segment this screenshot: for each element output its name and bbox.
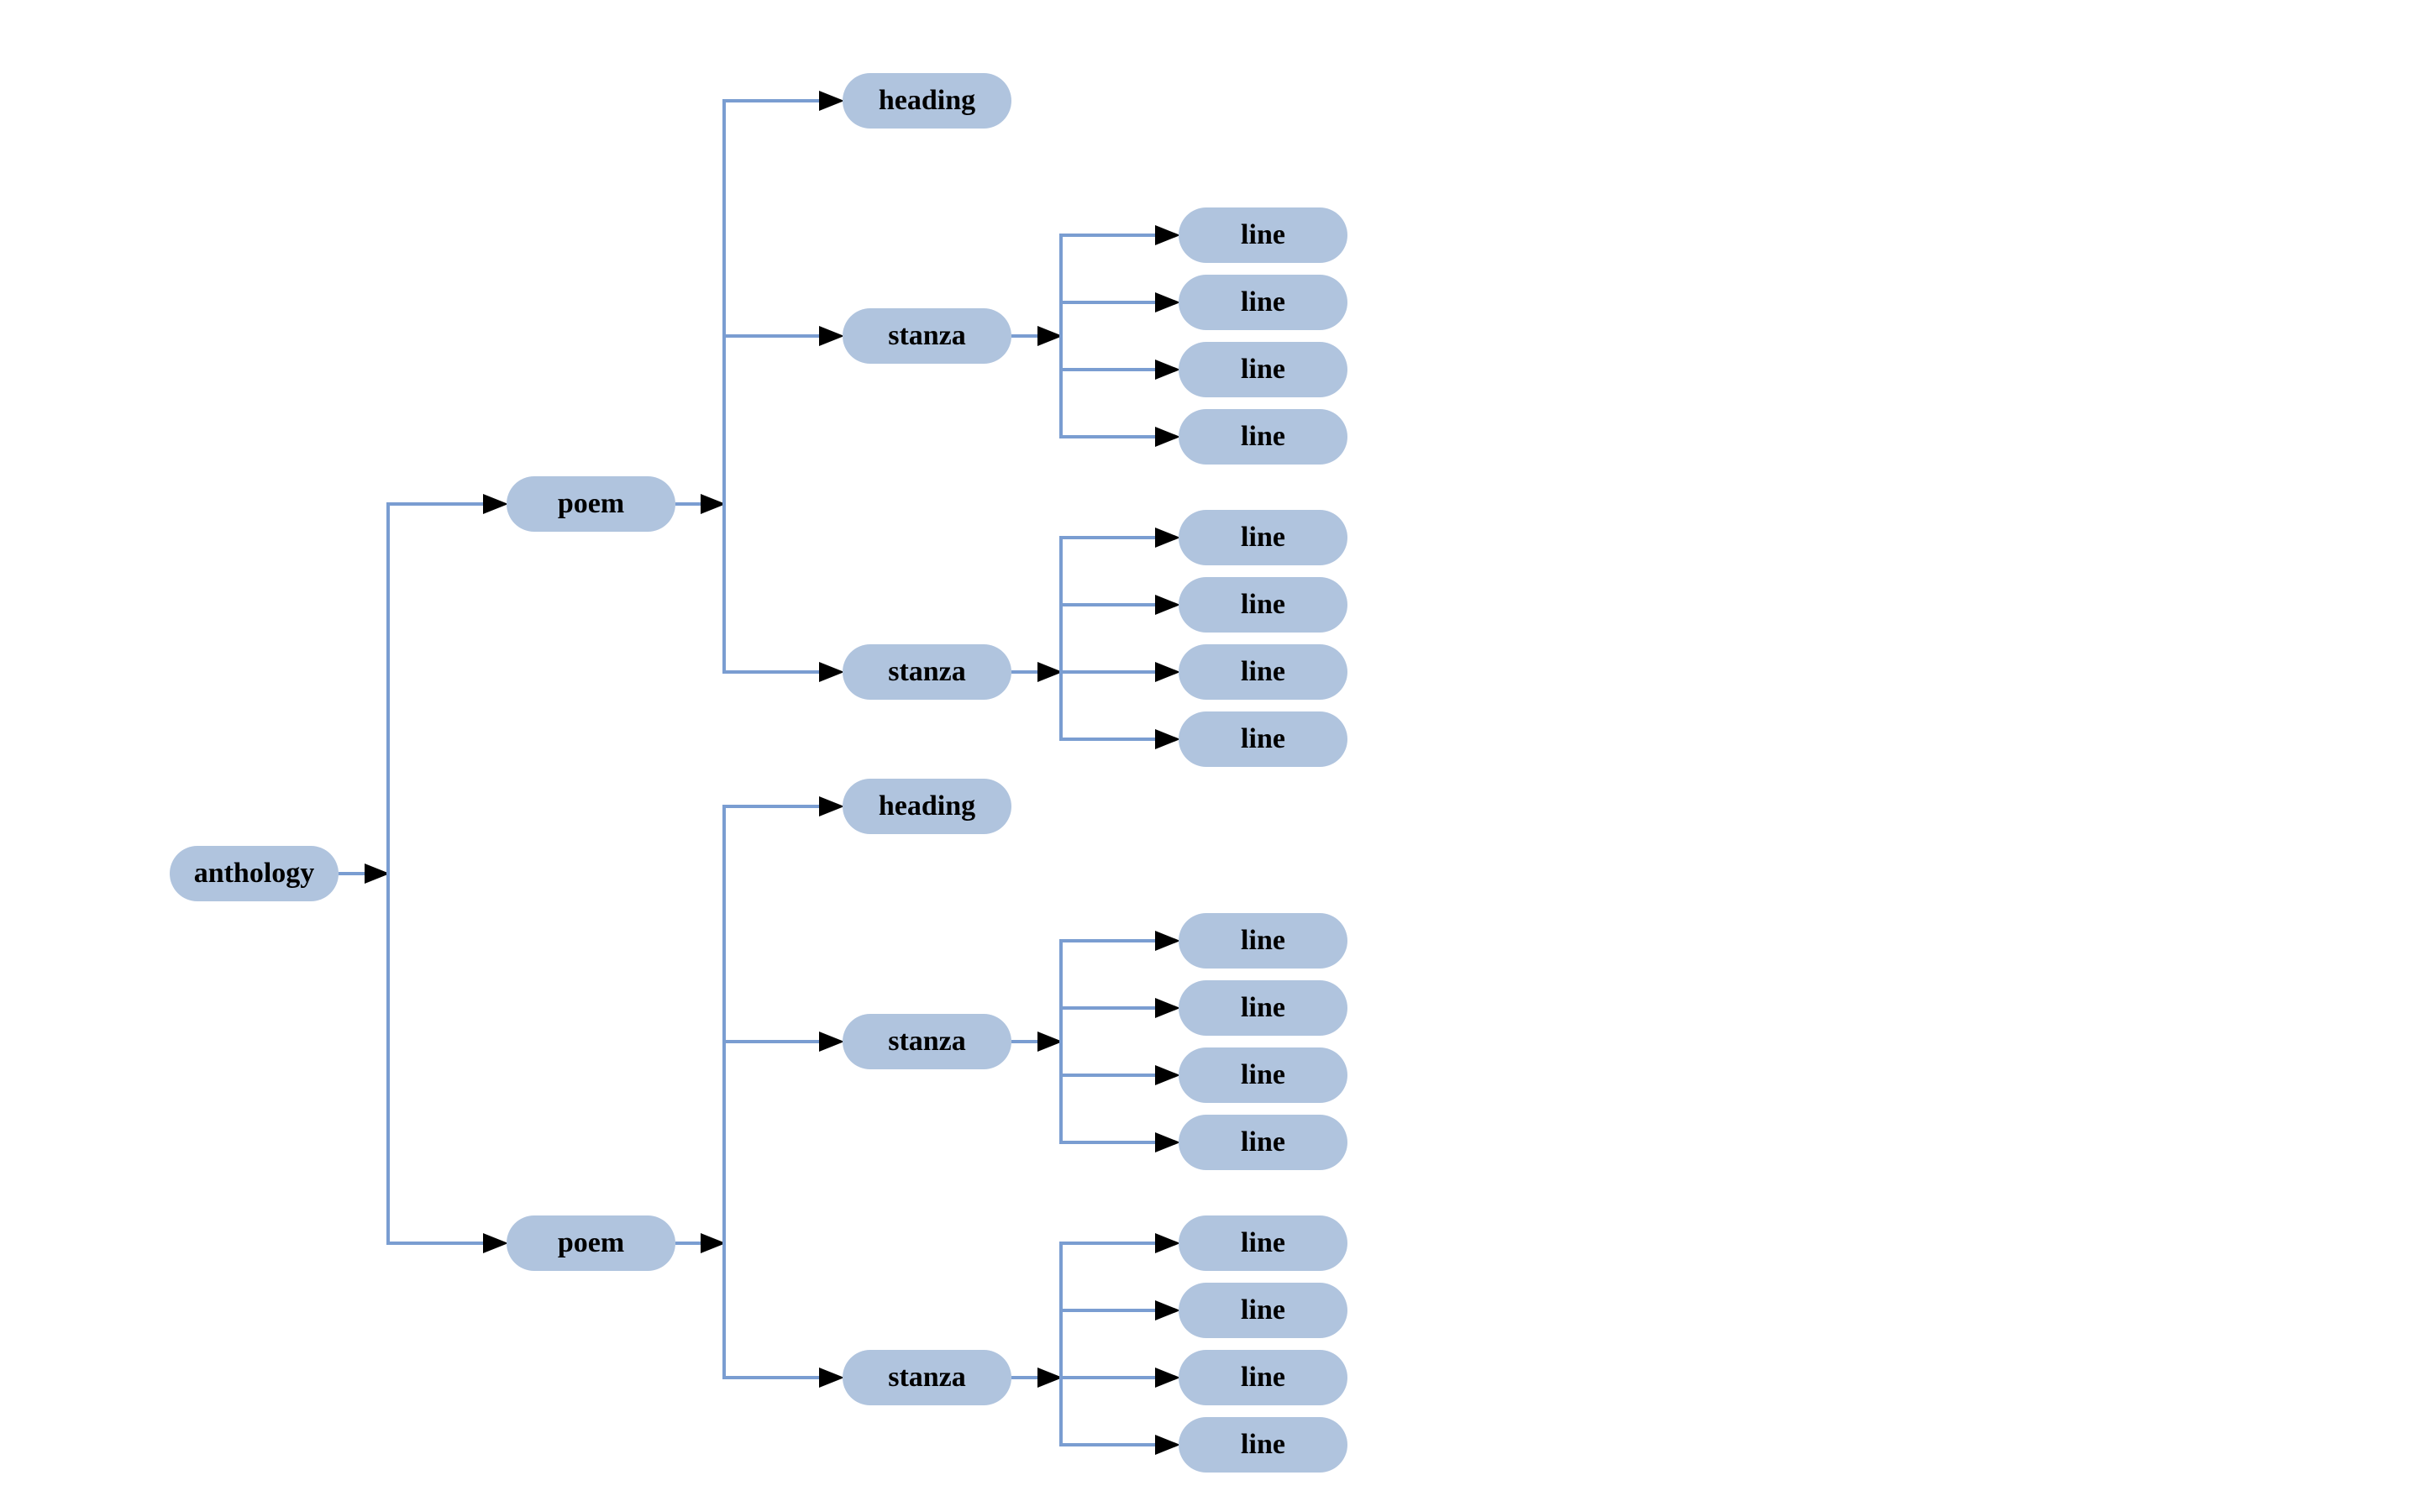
node-poem: poem bbox=[507, 1215, 675, 1271]
edge-arrowhead bbox=[483, 494, 508, 514]
edge-arrowhead bbox=[1037, 1368, 1063, 1388]
edge-arrowhead bbox=[1037, 1032, 1063, 1052]
edge-arrowhead bbox=[1155, 1132, 1180, 1152]
edge-arrowhead bbox=[1155, 360, 1180, 380]
node-line: line bbox=[1179, 980, 1347, 1036]
node-line: line bbox=[1179, 342, 1347, 397]
edge-arrowhead bbox=[819, 1368, 844, 1388]
edge-arrowhead bbox=[1155, 998, 1180, 1018]
edge-arrowhead bbox=[1155, 1435, 1180, 1455]
edge-arrowhead bbox=[1037, 662, 1063, 682]
edge-arrowhead bbox=[1155, 1368, 1180, 1388]
edge-arrowhead bbox=[1155, 292, 1180, 312]
edge-arrowhead bbox=[1155, 528, 1180, 548]
node-heading: heading bbox=[843, 73, 1011, 129]
edge-arrowhead bbox=[819, 1032, 844, 1052]
edge-arrowhead bbox=[1155, 662, 1180, 682]
node-line: line bbox=[1179, 409, 1347, 465]
edge-arrowhead bbox=[1155, 225, 1180, 245]
node-line: line bbox=[1179, 1417, 1347, 1473]
edge-arrowhead bbox=[819, 91, 844, 111]
node-stanza: stanza bbox=[843, 308, 1011, 364]
node-anthology: anthology bbox=[170, 846, 339, 901]
node-line: line bbox=[1179, 1115, 1347, 1170]
edge-arrowhead bbox=[1155, 595, 1180, 615]
edge-arrowhead bbox=[701, 1233, 726, 1253]
edge-arrowhead bbox=[1155, 1233, 1180, 1253]
node-line: line bbox=[1179, 1350, 1347, 1405]
node-line: line bbox=[1179, 1283, 1347, 1338]
node-heading: heading bbox=[843, 779, 1011, 834]
edge-arrowhead bbox=[1155, 729, 1180, 749]
node-line: line bbox=[1179, 644, 1347, 700]
node-line: line bbox=[1179, 1215, 1347, 1271]
node-line: line bbox=[1179, 577, 1347, 633]
node-line: line bbox=[1179, 1047, 1347, 1103]
edge-arrowhead bbox=[819, 662, 844, 682]
node-stanza: stanza bbox=[843, 1014, 1011, 1069]
edge-arrowhead bbox=[1155, 1300, 1180, 1320]
node-line: line bbox=[1179, 275, 1347, 330]
edge-arrowhead bbox=[1037, 326, 1063, 346]
edge-arrowhead bbox=[365, 864, 390, 884]
node-poem: poem bbox=[507, 476, 675, 532]
node-line: line bbox=[1179, 711, 1347, 767]
edge-arrowhead bbox=[1155, 1065, 1180, 1085]
edge-arrowhead bbox=[1155, 427, 1180, 447]
node-line: line bbox=[1179, 510, 1347, 565]
edge-arrowhead bbox=[819, 326, 844, 346]
node-line: line bbox=[1179, 207, 1347, 263]
edge-arrowhead bbox=[1155, 931, 1180, 951]
node-stanza: stanza bbox=[843, 644, 1011, 700]
edge-arrowhead bbox=[701, 494, 726, 514]
edge-arrowhead bbox=[819, 796, 844, 816]
node-line: line bbox=[1179, 913, 1347, 969]
node-stanza: stanza bbox=[843, 1350, 1011, 1405]
edge-arrowhead bbox=[483, 1233, 508, 1253]
